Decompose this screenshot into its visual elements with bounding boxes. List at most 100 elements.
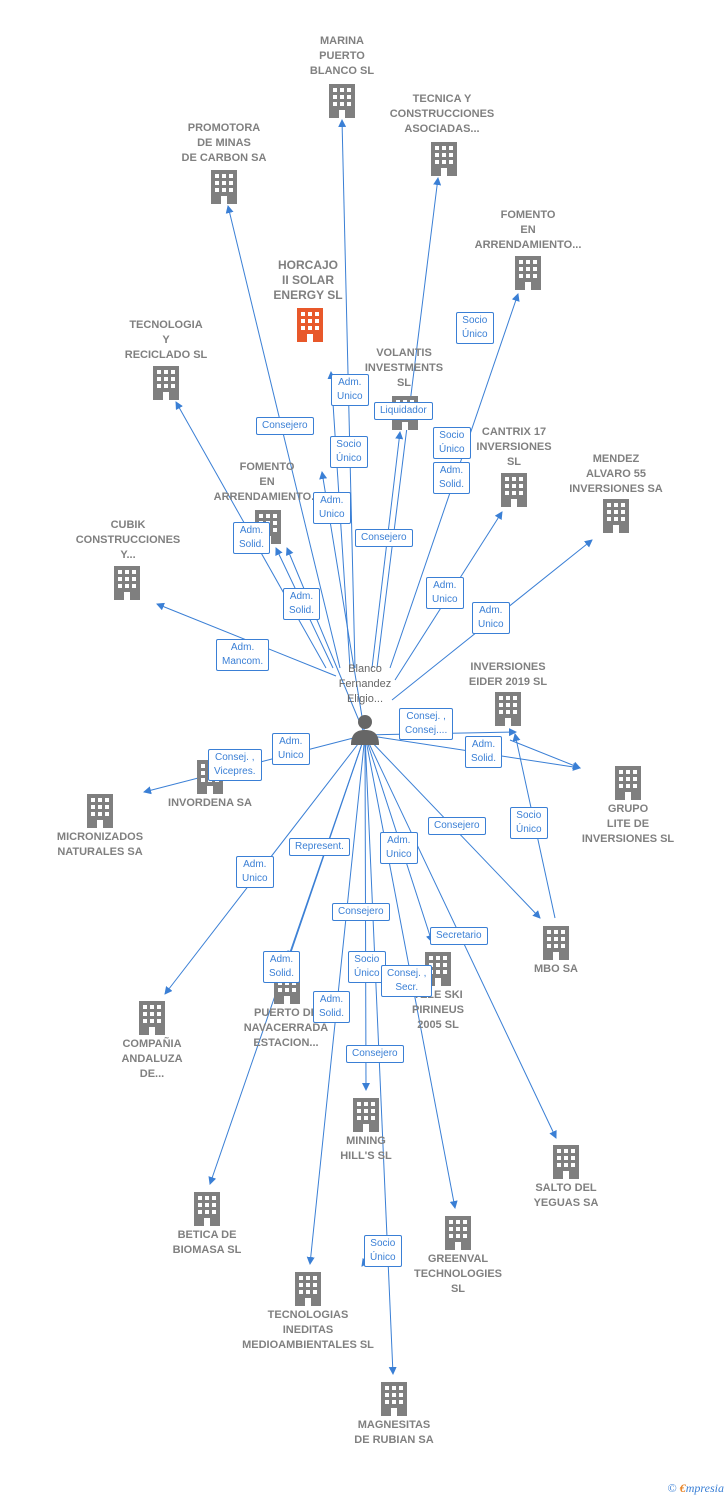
brand-e: € — [679, 1481, 686, 1495]
relation-label[interactable]: Socio Único — [433, 427, 471, 459]
company-node-fomento1[interactable]: FOMENTO EN ARRENDAMIENTO... — [453, 208, 603, 253]
relation-label[interactable]: Consejero — [256, 417, 314, 435]
edge-volantis — [371, 431, 404, 669]
company-label: FOMENTO EN ARRENDAMIENTO... — [474, 209, 582, 251]
company-node-betica[interactable]: BETICA DE BIOMASA SL — [132, 1228, 282, 1258]
building-icon[interactable] — [501, 473, 527, 507]
building-icon[interactable] — [295, 1272, 321, 1306]
building-icon[interactable] — [353, 1098, 379, 1132]
relation-label[interactable]: Adm. Solid. — [283, 588, 321, 620]
company-label: MINING HILL'S SL — [340, 1135, 392, 1162]
relation-label[interactable]: Adm. Solid. — [263, 951, 301, 983]
relation-label[interactable]: Socio Único — [348, 951, 386, 983]
company-node-magnesitas[interactable]: MAGNESITAS DE RUBIAN SA — [319, 1418, 469, 1448]
building-icon[interactable] — [445, 1216, 471, 1250]
building-icon[interactable] — [603, 499, 629, 533]
building-icon[interactable] — [153, 366, 179, 400]
company-node-puerto[interactable]: PUERTO DE NAVACERRADA ESTACION... — [211, 1006, 361, 1051]
person-icon — [351, 715, 379, 745]
company-node-horcajo[interactable]: HORCAJO II SOLAR ENERGY SL — [233, 258, 383, 303]
relation-label[interactable]: Liquidador — [374, 402, 433, 420]
company-label: TECNOLOGIA Y RECICLADO SL — [124, 319, 208, 361]
company-node-invordena[interactable]: INVORDENA SA — [135, 796, 285, 811]
building-icon[interactable] — [87, 794, 113, 828]
relation-label[interactable]: Consejero — [355, 529, 413, 547]
relation-label[interactable]: Secretario — [430, 927, 488, 945]
building-icon[interactable] — [515, 256, 541, 290]
relation-label[interactable]: Consej. , Secr. — [381, 965, 433, 997]
company-node-fomento2[interactable]: FOMENTO EN ARRENDAMIENTO... — [192, 460, 342, 505]
building-icon[interactable] — [211, 170, 237, 204]
company-node-marina[interactable]: MARINA PUERTO BLANCO SL — [267, 34, 417, 79]
company-label: INVORDENA SA — [168, 797, 252, 809]
building-icon[interactable] — [553, 1145, 579, 1179]
company-node-mendez[interactable]: MENDEZ ALVARO 55 INVERSIONES SA — [541, 452, 691, 497]
relation-label[interactable]: Consej. , Vicepres. — [208, 749, 262, 781]
building-icon[interactable] — [495, 692, 521, 726]
relation-label[interactable]: Adm. Solid. — [465, 736, 503, 768]
relation-label[interactable]: Adm. Unico — [472, 602, 510, 634]
relation-label[interactable]: Adm. Unico — [426, 577, 464, 609]
relation-label[interactable]: Adm. Solid. — [433, 462, 471, 494]
edge-promotora — [225, 205, 341, 669]
company-label: GREENVAL TECHNOLOGIES SL — [413, 1253, 502, 1295]
relation-label[interactable]: Socio Único — [456, 312, 494, 344]
relation-label[interactable]: Consejero — [428, 817, 486, 835]
building-icon[interactable] — [329, 84, 355, 118]
building-icon[interactable] — [139, 1001, 165, 1035]
relation-label[interactable]: Consejero — [346, 1045, 404, 1063]
company-label: FOMENTO EN ARRENDAMIENTO... — [213, 461, 321, 503]
relation-label[interactable]: Adm. Unico — [313, 492, 351, 524]
relation-label[interactable]: Consej. , Consej.... — [399, 708, 454, 740]
company-node-eider[interactable]: INVERSIONES EIDER 2019 SL — [433, 660, 583, 690]
relation-label[interactable]: Socio Único — [364, 1235, 402, 1267]
relation-label[interactable]: Consejero — [332, 903, 390, 921]
company-label: VOLANTIS INVESTMENTS SL — [364, 347, 444, 389]
company-node-mbo[interactable]: MBO SA — [481, 962, 631, 977]
brand-name: mpresia — [685, 1481, 724, 1495]
company-node-greenval[interactable]: GREENVAL TECHNOLOGIES SL — [383, 1252, 533, 1297]
company-node-tecnica[interactable]: TECNICA Y CONSTRUCCIONES ASOCIADAS... — [367, 92, 517, 137]
building-icon[interactable] — [543, 926, 569, 960]
building-icon[interactable] — [194, 1192, 220, 1226]
company-node-teleski[interactable]: TELE SKI PIRINEUS 2005 SL — [363, 988, 513, 1033]
building-icon[interactable] — [114, 566, 140, 600]
company-label: PUERTO DE NAVACERRADA ESTACION... — [243, 1007, 329, 1049]
center-person[interactable]: Blanco Fernandez Eligio... — [310, 662, 420, 745]
company-node-salto[interactable]: SALTO DEL YEGUAS SA — [491, 1181, 641, 1211]
company-node-ineditas[interactable]: TECNOLOGIAS INEDITAS MEDIOAMBIENTALES SL — [233, 1308, 383, 1353]
company-node-mining[interactable]: MINING HILL'S SL — [291, 1134, 441, 1164]
company-node-tecnologia[interactable]: TECNOLOGIA Y RECICLADO SL — [91, 318, 241, 363]
relation-label[interactable]: Adm. Unico — [272, 733, 310, 765]
company-node-cubik[interactable]: CUBIK CONSTRUCCIONES Y... — [53, 518, 203, 563]
building-icon[interactable] — [431, 142, 457, 176]
company-label: GRUPO LITE DE INVERSIONES SL — [581, 803, 675, 845]
relation-label[interactable]: Adm. Unico — [380, 832, 418, 864]
relation-label[interactable]: Represent. — [289, 838, 350, 856]
building-icon[interactable] — [615, 766, 641, 800]
relation-label[interactable]: Adm. Solid. — [233, 522, 271, 554]
company-node-micronizados[interactable]: MICRONIZADOS NATURALES SA — [25, 830, 175, 860]
edge-fomento2b — [286, 547, 366, 736]
company-node-volantis[interactable]: VOLANTIS INVESTMENTS SL — [329, 346, 479, 391]
building-icon[interactable] — [297, 308, 323, 342]
relation-label[interactable]: Socio Único — [330, 436, 368, 468]
relation-label[interactable]: Socio Único — [510, 807, 548, 839]
edge-extra-1 — [509, 739, 581, 770]
relation-label[interactable]: Adm. Unico — [331, 374, 369, 406]
company-label: MBO SA — [534, 963, 578, 975]
company-node-grupolite[interactable]: GRUPO LITE DE INVERSIONES SL — [553, 802, 703, 847]
building-icon[interactable] — [381, 1382, 407, 1416]
copyright-symbol: © — [667, 1481, 677, 1495]
company-node-andaluza[interactable]: COMPAÑIA ANDALUZA DE... — [77, 1037, 227, 1082]
relation-label[interactable]: Adm. Mancom. — [216, 639, 270, 671]
company-node-promotora[interactable]: PROMOTORA DE MINAS DE CARBON SA — [149, 121, 299, 166]
relation-label[interactable]: Adm. Unico — [236, 856, 274, 888]
company-label: INVERSIONES EIDER 2019 SL — [468, 661, 548, 688]
company-node-cantrix[interactable]: CANTRIX 17 INVERSIONES SL — [439, 425, 589, 470]
company-label: CANTRIX 17 INVERSIONES SL — [476, 426, 552, 468]
company-label: PROMOTORA DE MINAS DE CARBON SA — [181, 122, 267, 164]
empresia-logo[interactable]: © €mpresia — [668, 1481, 724, 1496]
relation-label[interactable]: Adm. Solid. — [313, 991, 351, 1023]
